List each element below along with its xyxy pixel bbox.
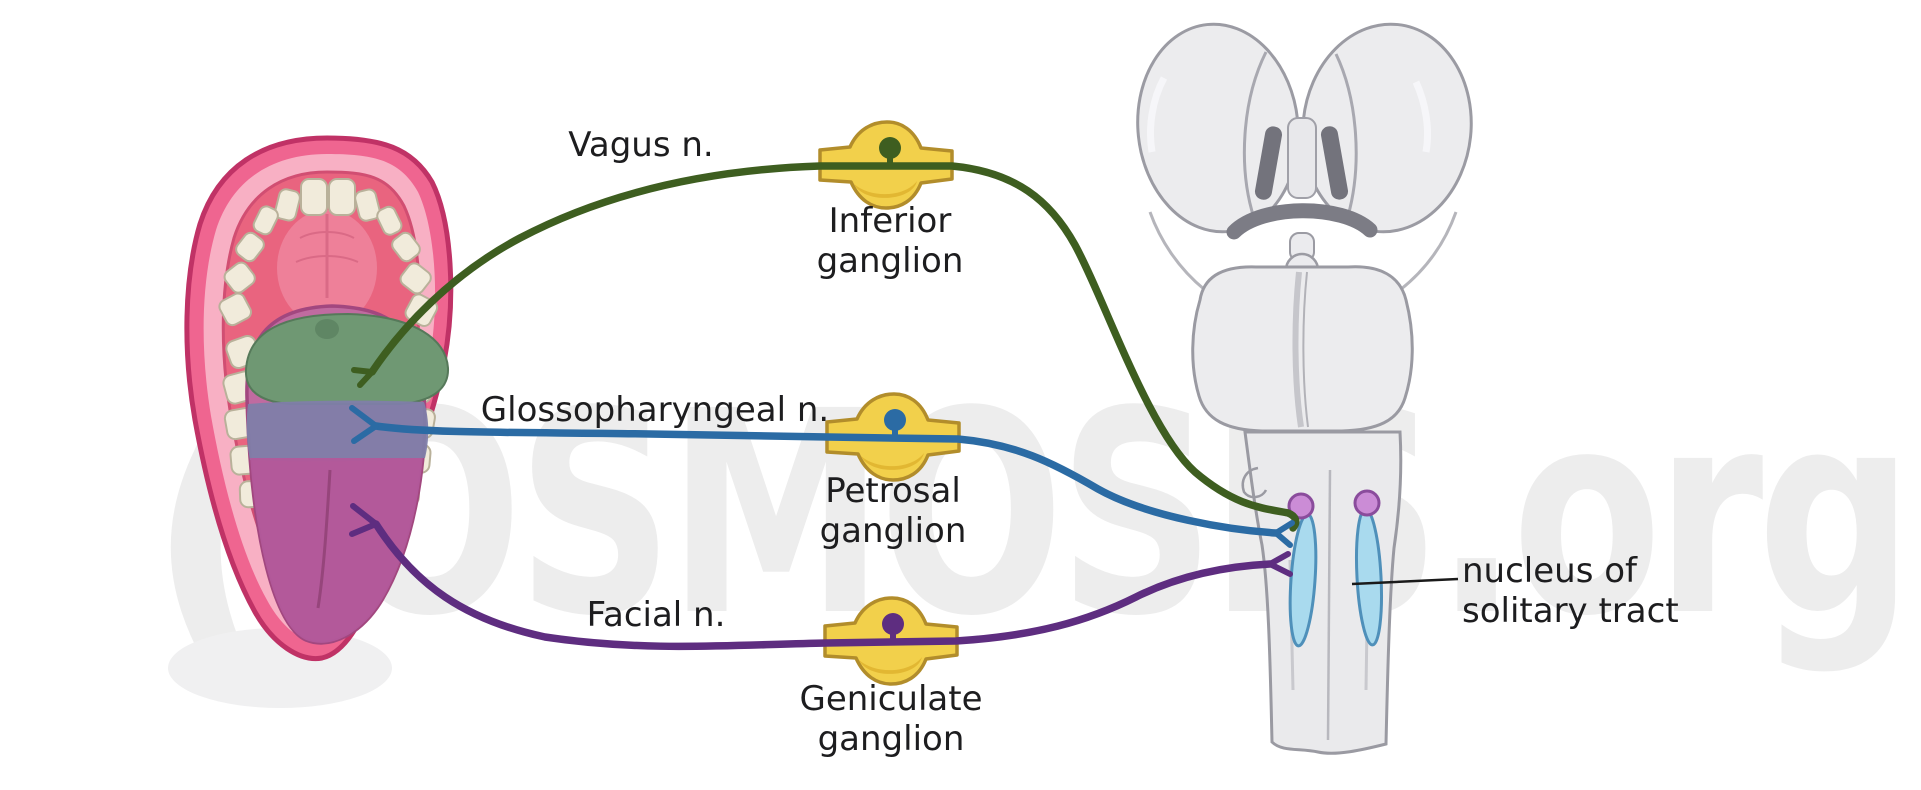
left-thalamus-highlight — [1147, 76, 1168, 153]
text-labels: Vagus n. Inferior ganglion Glossopharyng… — [481, 125, 1679, 759]
nucleus-of-solitary-tract — [1287, 489, 1384, 648]
glossopharyngeal-nerve-label: Glossopharyngeal n. — [481, 390, 829, 430]
left-habenula-bar — [1254, 126, 1283, 200]
glossopharyngeal-terminal-branch — [349, 405, 379, 444]
pons-median-line — [1302, 271, 1309, 428]
petrosal-ganglion-cell-body — [884, 409, 906, 431]
facial-nerve-path — [372, 520, 1274, 651]
facial-nerve — [349, 503, 1293, 651]
facial-nerve-label: Facial n. — [587, 595, 726, 635]
pons-median-groove — [1292, 271, 1304, 428]
geniculate-ganglion-cell-body — [882, 613, 904, 635]
brachium-dark-band — [1226, 203, 1378, 240]
geniculate-ganglion-label-line2: ganglion — [818, 719, 965, 759]
left-thalamus-contour — [1242, 51, 1268, 219]
tooth — [235, 231, 265, 263]
petrosal-ganglion-cell-stem — [892, 424, 898, 440]
tooth — [399, 262, 432, 295]
vagus-nerve — [351, 162, 1300, 532]
glossopharyngeal-nerve — [349, 405, 1295, 548]
tooth — [300, 178, 328, 216]
brainstem-illustration — [1136, 22, 1473, 755]
right-thalamus-highlight — [1412, 80, 1432, 153]
right-habenula-bar — [1320, 126, 1349, 200]
tooth — [252, 205, 279, 236]
tongue-posterior-region-vagus — [244, 312, 450, 405]
left-peduncle-line — [1148, 211, 1206, 292]
petrosal-ganglion-label-line1: Petrosal — [825, 471, 961, 511]
right-peduncle-line — [1399, 211, 1458, 292]
tongue-middle-band-glossopharyngeal — [246, 400, 429, 462]
uvula — [315, 319, 339, 339]
solitary-nucleus-cap-left — [1287, 492, 1315, 520]
upper-teeth — [218, 178, 439, 327]
inferior-ganglion-label-line2: ganglion — [817, 241, 964, 281]
palate-ruga-2 — [295, 255, 359, 263]
tooth — [274, 188, 301, 222]
tooth — [223, 261, 256, 294]
inferior-ganglion-cell-stem — [887, 152, 893, 168]
tongue — [244, 304, 450, 645]
median-sulcus — [316, 469, 332, 609]
ganglion-cell-bodies — [879, 137, 906, 644]
tooth — [391, 231, 421, 263]
glossopharyngeal-end-arrow — [1273, 520, 1295, 548]
right-thalamus-contour — [1334, 53, 1358, 217]
petrosal-ganglion-label-line2: ganglion — [820, 511, 967, 551]
tooth — [354, 188, 381, 222]
inferior-ganglion-cell-body — [879, 137, 901, 159]
lateral-recess-curl — [1241, 466, 1268, 499]
medulla-median-fissure — [1326, 469, 1332, 741]
third-ventricle-stalk — [1287, 117, 1317, 199]
geniculate-ganglion-cell-stem — [890, 628, 896, 644]
facial-terminal-branch — [349, 503, 379, 537]
watermark-suffix: .org — [1435, 352, 1913, 678]
facial-end-arrow — [1267, 551, 1293, 577]
glossopharyngeal-nerve-path — [372, 422, 1280, 537]
geniculate-ganglion-label-line1: Geniculate — [799, 679, 982, 719]
vagus-nerve-path — [368, 162, 1300, 532]
mouth-illustration — [168, 135, 454, 708]
solitary-nucleus-cap-right — [1353, 489, 1381, 517]
nucleus-leader-line — [1351, 577, 1459, 586]
vagus-terminal-branch — [351, 367, 375, 388]
nucleus-label-line2: solitary tract — [1462, 591, 1679, 631]
tongue-anterior-region-facial — [250, 458, 423, 643]
tooth — [328, 178, 356, 216]
tooth — [376, 205, 403, 236]
vagus-nerve-label: Vagus n. — [568, 125, 713, 165]
tooth — [218, 292, 252, 327]
palate-ruga-1 — [299, 231, 355, 239]
nucleus-label-line1: nucleus of — [1462, 551, 1638, 591]
inferior-ganglion-label-line1: Inferior — [829, 201, 952, 241]
